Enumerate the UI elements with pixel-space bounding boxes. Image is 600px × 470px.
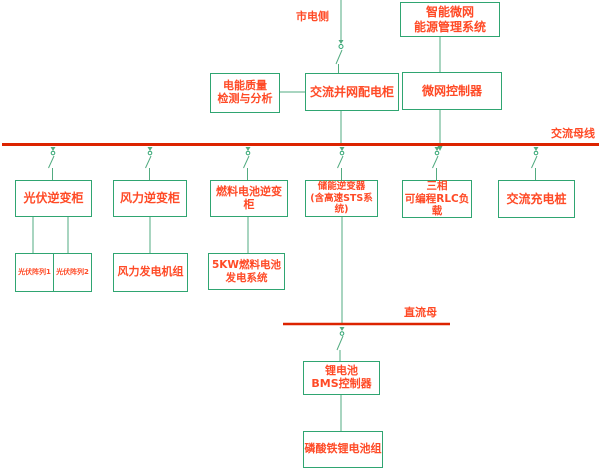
node-power-quality-label: 电能质量 检测与分析 — [217, 79, 273, 105]
node-fc-system-label: 5KW燃料电池 发电系统 — [211, 259, 282, 284]
node-ems: 智能微网 能源管理系统 — [400, 2, 500, 37]
node-wind-turbine-label: 风力发电机组 — [117, 265, 184, 279]
node-ac-charger: 交流充电桩 — [498, 180, 575, 218]
dc-switch-hinge — [339, 331, 345, 336]
node-pv-inverter: 光伏逆变柜 — [15, 180, 92, 217]
node-fc-inverter: 燃料电池逆变柜 — [210, 180, 288, 217]
charger-switch-hinge — [533, 150, 539, 156]
dc-arrow-icon — [339, 327, 345, 331]
pv-switch-blade — [48, 155, 55, 181]
node-grid-cabinet: 交流并网配电柜 — [305, 73, 399, 111]
node-bms-label: 锂电池 BMS控制器 — [311, 364, 372, 390]
node-pv-array-1: 光伏阵列1 — [16, 254, 54, 291]
bus-bars — [2, 143, 599, 326]
wind-switch-blade — [145, 155, 152, 181]
ess-arrow-icon — [339, 147, 345, 151]
switch-hinges — [50, 44, 539, 336]
ac-bus-label: 交流母线 — [551, 127, 595, 140]
node-pv-arrays: 光伏阵列1 光伏阵列2 — [15, 253, 92, 292]
charger-arrow-icon — [533, 147, 539, 151]
utility-arrow-icon — [338, 40, 344, 44]
node-power-quality: 电能质量 检测与分析 — [210, 73, 280, 113]
node-pv-array-2-label: 光伏阵列2 — [56, 268, 89, 277]
rlc-switch-hinge — [434, 150, 440, 156]
utility-switch-hinge — [338, 44, 344, 49]
rlc-switch-blade — [432, 155, 439, 181]
pv-switch-hinge — [50, 150, 56, 156]
node-pv-array-1-label: 光伏阵列1 — [18, 268, 51, 277]
arrowheads — [50, 40, 539, 331]
dc-switch-blade — [336, 335, 344, 362]
fc-switch-hinge — [245, 150, 251, 156]
node-wind-inverter: 风力逆变柜 — [113, 180, 187, 217]
node-mg-controller: 微网控制器 — [402, 72, 502, 110]
node-battery-label: 磷酸铁锂电池组 — [304, 442, 382, 456]
node-wind-inverter-label: 风力逆变柜 — [119, 191, 180, 206]
pv-arrow-icon — [50, 147, 56, 151]
node-bms: 锂电池 BMS控制器 — [303, 361, 380, 395]
ess-switch-blade — [337, 155, 344, 181]
grid-side-label: 市电侧 — [296, 10, 329, 23]
node-fc-system: 5KW燃料电池 发电系统 — [208, 253, 285, 290]
node-rlc-load: 三相 可编程RLC负载 — [402, 180, 472, 218]
node-ac-charger-label: 交流充电桩 — [506, 191, 567, 206]
node-ems-label: 智能微网 能源管理系统 — [413, 5, 486, 34]
node-fc-inverter-label: 燃料电池逆变柜 — [216, 184, 282, 211]
green-wires — [32, 0, 538, 431]
node-mg-controller-label: 微网控制器 — [421, 83, 482, 98]
node-rlc-load-label: 三相 可编程RLC负载 — [404, 180, 470, 218]
node-grid-cabinet-label: 交流并网配电柜 — [309, 84, 394, 99]
utility-switch-blade — [335, 49, 343, 73]
ess-switch-hinge — [339, 150, 345, 156]
wind-arrow-icon — [147, 147, 153, 151]
fc-arrow-icon — [245, 147, 251, 151]
node-ess-inverter: 储能逆变器 (含高速STS系统) — [305, 180, 378, 217]
wind-switch-hinge — [147, 150, 153, 156]
node-ess-inverter-label: 储能逆变器 (含高速STS系统) — [310, 180, 373, 216]
node-pv-array-2: 光伏阵列2 — [54, 254, 91, 291]
fc-switch-blade — [243, 155, 250, 181]
rlc-arrow-icon — [434, 147, 440, 151]
node-pv-inverter-label: 光伏逆变柜 — [23, 191, 84, 206]
node-wind-turbine: 风力发电机组 — [113, 253, 188, 292]
dc-bus-label: 直流母 — [404, 306, 437, 319]
node-battery: 磷酸铁锂电池组 — [303, 431, 383, 468]
charger-switch-blade — [531, 155, 538, 181]
